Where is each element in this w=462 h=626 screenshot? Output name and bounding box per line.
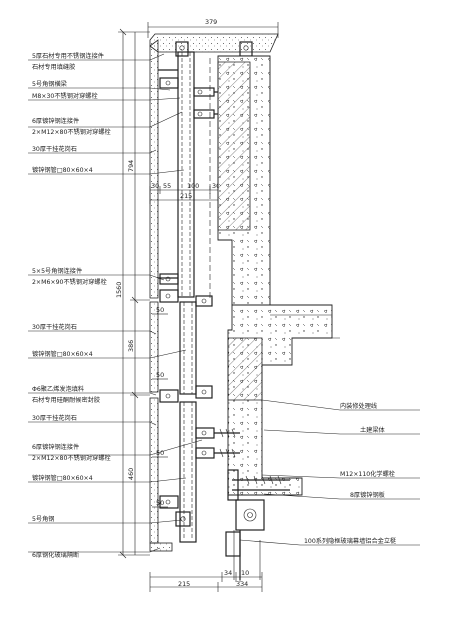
stone-cladding: [149, 39, 173, 552]
top-dimension: [147, 22, 279, 38]
dim-middle-height: 386: [127, 340, 135, 352]
dim-bottom-215: 215: [178, 580, 190, 588]
dim-50-b: 50: [156, 371, 164, 379]
steel-frame-lower: [159, 401, 240, 543]
dim-seg-55: 55: [163, 182, 171, 190]
curtain-wall-bracket: [225, 469, 290, 580]
bottom-dimensions: [149, 572, 263, 592]
dim-50-a: 50: [156, 306, 164, 314]
label-granite-2: 30厚干挂花岗石: [32, 323, 77, 331]
vertical-dimension-lines: [118, 28, 150, 559]
label-m12-bolt-1: 2×M12×80不锈钢对穿螺栓: [32, 128, 111, 136]
top-coping-stone: [149, 33, 279, 53]
label-steel-tube-3: 镀锌钢管□80×60×4: [32, 474, 93, 482]
dim-lower-height: 460: [127, 468, 135, 480]
right-leaders: [239, 399, 420, 546]
label-galv-connector-1: 6厚镀锌钢连接件: [32, 117, 79, 125]
dim-total-height: 1560: [115, 282, 123, 298]
dim-bottom-10: 10: [241, 569, 249, 577]
label-angle-beam: 5号角钢横梁: [32, 80, 67, 88]
label-angle-connector: 5×5号角钢连接件: [32, 267, 82, 275]
label-curtain-wall-mullion: 100系列隐框玻璃幕墙铝合金立梃: [304, 537, 396, 545]
dim-50-c: 50: [156, 449, 164, 457]
dim-bottom-334: 334: [236, 580, 248, 588]
left-annotation-labels: 5厚石材专用不锈钢连接件 石材专用填缝胶 5号角钢横梁 M8×30不锈钢对穿螺栓…: [32, 52, 111, 559]
label-galv-plate: 8厚镀锌钢板: [350, 491, 385, 499]
right-annotation-labels: 内装修处理线 土建梁体 M12×110化学螺栓 8厚镀锌钢板 100系列隐框玻璃…: [304, 402, 396, 545]
steel-frame-middle: [159, 289, 213, 403]
label-structural-beam: 土建梁体: [360, 426, 386, 434]
label-interior-finish-line: 内装修处理线: [340, 402, 377, 410]
dim-upper-height: 794: [127, 160, 135, 172]
left-leaders: [28, 53, 203, 553]
dim-seg-100: 100: [187, 182, 199, 190]
label-steel-tube-2: 镀锌钢管□80×60×4: [32, 350, 93, 358]
label-chemical-bolt: M12×110化学螺栓: [340, 470, 395, 478]
label-angle-5: 5号角钢: [32, 515, 55, 523]
label-stone-connector: 5厚石材专用不锈钢连接件: [32, 52, 104, 60]
dim-top-width: 379: [205, 18, 217, 26]
label-steel-tube-1: 镀锌钢管□80×60×4: [32, 166, 93, 174]
steel-frame-upper: [158, 51, 211, 300]
concrete-parapet: [217, 55, 271, 306]
dim-upper-span: 215: [180, 192, 192, 200]
label-m12-bolt-2: 2×M12×80不锈钢对穿螺栓: [32, 454, 111, 462]
label-pe-foam: Φ6聚乙烯发泡填料: [32, 385, 84, 393]
label-stone-sealant: 石材专用填缝胶: [32, 63, 75, 71]
label-m8-bolt: M8×30不锈钢对穿螺栓: [32, 92, 98, 100]
label-granite-3: 30厚干挂花岗石: [32, 414, 77, 422]
label-tempered-glass: 6厚钢化玻璃隔断: [32, 551, 79, 559]
label-m6-bolt: 2×M6×90不锈钢对穿螺栓: [32, 278, 107, 286]
dim-bottom-34: 34: [224, 569, 232, 577]
label-silicone-sealant: 石材专用硅酮耐候密封胶: [32, 396, 100, 404]
label-granite-1: 30厚干挂花岗石: [32, 145, 77, 153]
label-galv-connector-2: 6厚镀锌钢连接件: [32, 443, 79, 451]
dim-seg-30b: 30: [212, 182, 220, 190]
floor-slab: [227, 304, 340, 496]
